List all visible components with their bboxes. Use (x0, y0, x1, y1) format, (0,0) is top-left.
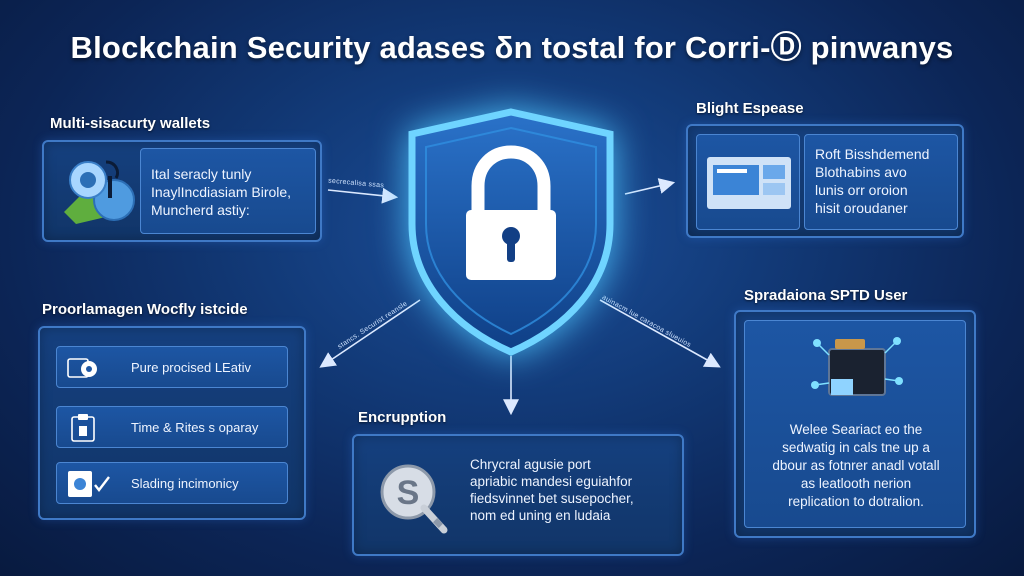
wallets-text-box: Ital seracly tunly InaylIncdiasiam Birol… (140, 148, 316, 234)
expense-label: Blight Espease (696, 100, 804, 117)
page-title: Blockchain Security adases δn tostal for… (70, 30, 954, 65)
practice-row: Pure procised LEativ (56, 346, 288, 388)
encryption-label: Encrupption (358, 409, 447, 426)
wallets-description: Ital seracly tunly InaylIncdiasiam Birol… (151, 166, 292, 218)
dollar-key-icon: S (380, 464, 448, 534)
clipboard-icon (71, 414, 95, 442)
arrow-lower-left (319, 299, 421, 368)
wallet-avatar-icon (64, 160, 135, 224)
expense-panel: Roft Bisshdemend Blothabins avo lunis or… (686, 124, 964, 238)
user-label: Spradaiona SPTD User (744, 287, 908, 304)
expense-screen-box (696, 134, 800, 230)
user-description: Welee Seariact eo the sedwatig in cals t… (772, 422, 940, 509)
wallets-label: Multi-sisacurty wallets (50, 115, 211, 132)
arrow-right (624, 178, 676, 195)
monitor-icon (707, 157, 791, 209)
practices-label: Proorlamagen Wocfly istcide (42, 301, 248, 318)
user-inner-box: Welee Seariact eo the sedwatig in cals t… (744, 320, 966, 528)
practice-row: Time & Rites s oparay (56, 406, 288, 448)
wallets-panel: Ital seracly tunly InaylIncdiasiam Birol… (42, 140, 322, 242)
practice-row-text: Slading incimonicy (131, 476, 239, 491)
practice-row-text: Pure procised LEativ (131, 360, 251, 375)
shield-lock-icon (408, 108, 614, 356)
practices-panel: Pure procised LEativ Time & Rites s opar… (38, 326, 306, 520)
user-panel: Welee Seariact eo the sedwatig in cals t… (734, 310, 976, 538)
svg-text:S: S (397, 474, 420, 512)
gear-icon (67, 358, 97, 378)
practice-row: Slading incimonicy (56, 462, 288, 504)
arrow-lower-right (599, 299, 721, 368)
arrow-left (327, 187, 399, 204)
practice-row-text: Time & Rites s oparay (131, 420, 259, 435)
encryption-description: Chrycral agusie port apriabic mandesi eg… (470, 457, 634, 523)
expense-description: Roft Bisshdemend Blothabins avo lunis or… (815, 146, 930, 216)
checklist-icon (68, 471, 110, 497)
encryption-panel: S Chrycral agusie port apriabic mandesi … (352, 434, 684, 556)
server-node-icon (811, 337, 903, 396)
expense-text-box: Roft Bisshdemend Blothabins avo lunis or… (804, 134, 958, 230)
